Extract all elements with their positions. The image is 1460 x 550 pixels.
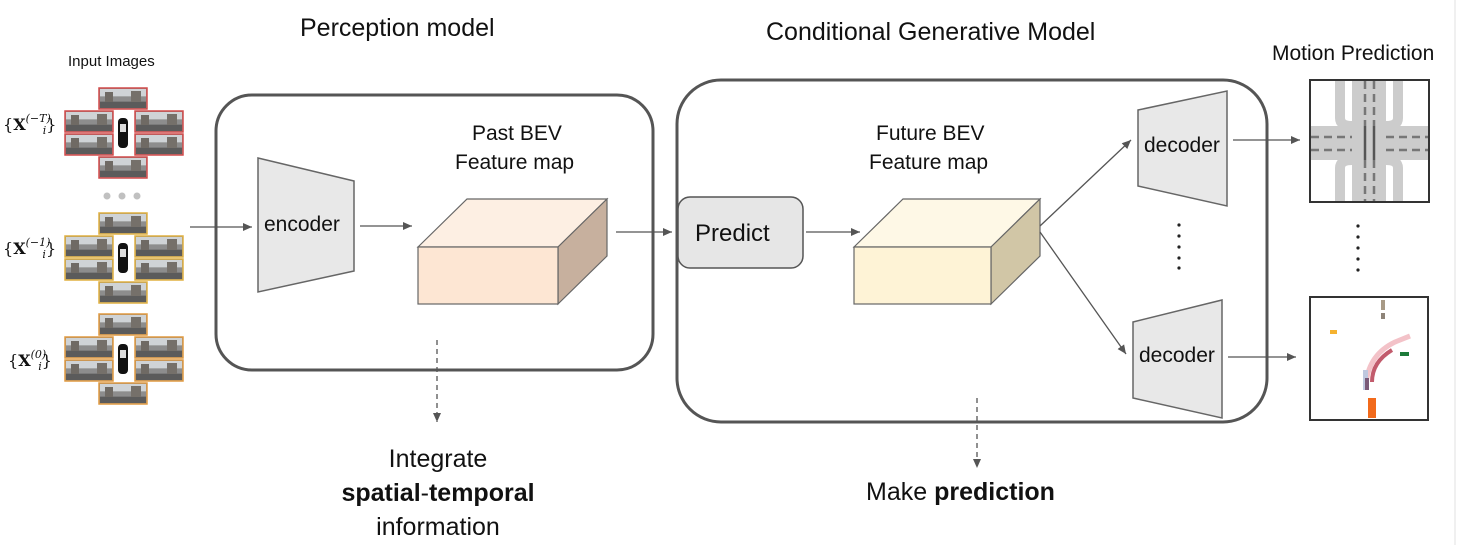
integrate-line-3: information <box>376 513 500 541</box>
motion-prediction-title: Motion Prediction <box>1272 42 1435 65</box>
flow-arrows <box>190 136 1300 468</box>
future-bev-label-1: Future BEV <box>876 122 985 145</box>
input-label-current: {X(0)i} <box>8 348 52 373</box>
make-prediction-annotation: Make prediction <box>866 478 1055 506</box>
camera-view <box>64 133 114 156</box>
camera-view <box>134 359 184 382</box>
motion-prediction-map-bottom <box>1309 296 1429 421</box>
motion-prediction-map-top <box>1309 79 1430 203</box>
camera-view <box>134 336 184 359</box>
camera-view <box>64 110 114 133</box>
future-bev-cube <box>852 197 1042 306</box>
camera-view <box>98 87 148 110</box>
camera-view <box>64 359 114 382</box>
camera-view <box>134 258 184 281</box>
camera-view <box>64 258 114 281</box>
past-bev-label-2: Feature map <box>455 151 575 174</box>
input-label-prev: {X(−1)i} <box>3 236 57 261</box>
camera-view <box>98 156 148 179</box>
predict-block <box>677 196 804 269</box>
decoder-top-block <box>1137 90 1228 207</box>
past-bev-label-1: Past BEV <box>472 122 562 145</box>
perception-model-title: Perception model <box>300 14 495 42</box>
camera-view <box>134 235 184 258</box>
decoder-ellipsis <box>1177 223 1181 270</box>
encoder-block <box>257 157 355 293</box>
generative-model-title: Conditional Generative Model <box>766 18 1096 46</box>
past-bev-cube <box>416 197 609 306</box>
decoder-bottom-block <box>1132 299 1223 419</box>
camera-view <box>64 336 114 359</box>
decoder-top-label: decoder <box>1144 134 1220 157</box>
ego-car-icon <box>115 237 131 279</box>
generative-model-box <box>675 78 1269 424</box>
rig-ellipsis <box>103 192 141 200</box>
input-images-label: Input Images <box>68 53 155 70</box>
input-camera-rig-current <box>64 313 184 405</box>
ego-car-icon <box>115 338 131 380</box>
camera-view <box>98 212 148 235</box>
integrate-annotation: Integrate spatial-temporal information <box>318 442 558 544</box>
output-ellipsis <box>1356 224 1360 272</box>
camera-view <box>64 235 114 258</box>
predict-label: Predict <box>695 220 770 247</box>
future-bev-label-2: Feature map <box>869 151 989 174</box>
encoder-label: encoder <box>264 213 340 236</box>
decoder-bottom-label: decoder <box>1139 344 1215 367</box>
camera-view <box>134 110 184 133</box>
input-camera-rig-past <box>64 87 184 179</box>
camera-view <box>134 133 184 156</box>
camera-view <box>98 281 148 304</box>
integrate-line-1: Integrate <box>388 445 488 473</box>
input-camera-rig-prev <box>64 212 184 304</box>
camera-view <box>98 313 148 336</box>
input-label-past: {X(−T)i} <box>3 112 57 137</box>
camera-view <box>98 382 148 405</box>
ego-car-icon <box>115 112 131 154</box>
integrate-line-2: spatial-temporal <box>341 479 535 507</box>
